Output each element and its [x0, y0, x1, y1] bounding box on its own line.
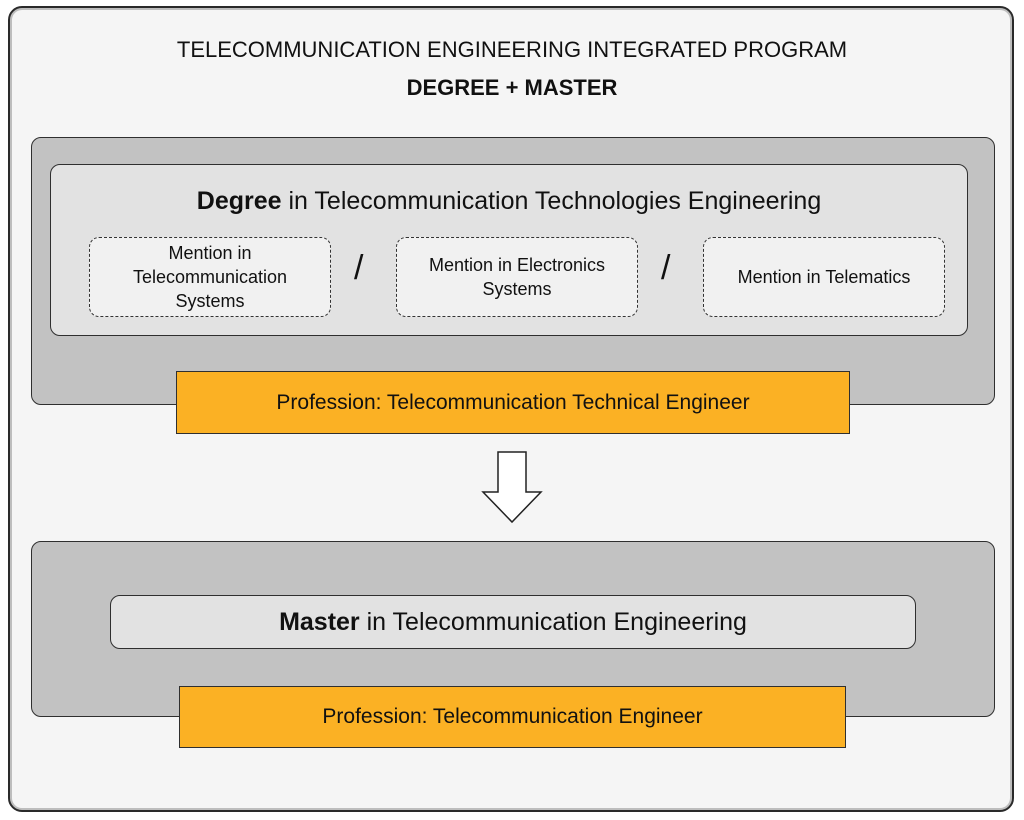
mention-electronics-systems: Mention in Electronics Systems	[396, 237, 638, 317]
degree-box: Degree in Telecommunication Technologies…	[50, 164, 968, 336]
master-box: Master in Telecommunication Engineering	[110, 595, 916, 649]
master-heading-bold: Master	[279, 608, 360, 636]
master-heading-rest: in Telecommunication Engineering	[359, 608, 747, 636]
degree-heading: Degree in Telecommunication Technologies…	[51, 187, 967, 216]
program-subtitle: DEGREE + MASTER	[406, 75, 618, 100]
mention-telematics: Mention in Telematics	[703, 237, 945, 317]
separator-slash: /	[661, 249, 671, 287]
master-heading: Master in Telecommunication Engineering	[111, 608, 915, 637]
down-arrow-icon	[481, 451, 543, 524]
program-title: TELECOMMUNICATION ENGINEERING INTEGRATED…	[176, 37, 848, 62]
degree-heading-bold: Degree	[196, 187, 282, 215]
degree-heading-rest: in Telecommunication Technologies Engine…	[281, 187, 822, 215]
mention-telecommunication-systems: Mention in Telecommunication Systems	[89, 237, 331, 317]
separator-slash: /	[354, 249, 364, 287]
master-profession-box: Profession: Telecommunication Engineer	[179, 686, 846, 748]
degree-profession-box: Profession: Telecommunication Technical …	[176, 371, 850, 434]
